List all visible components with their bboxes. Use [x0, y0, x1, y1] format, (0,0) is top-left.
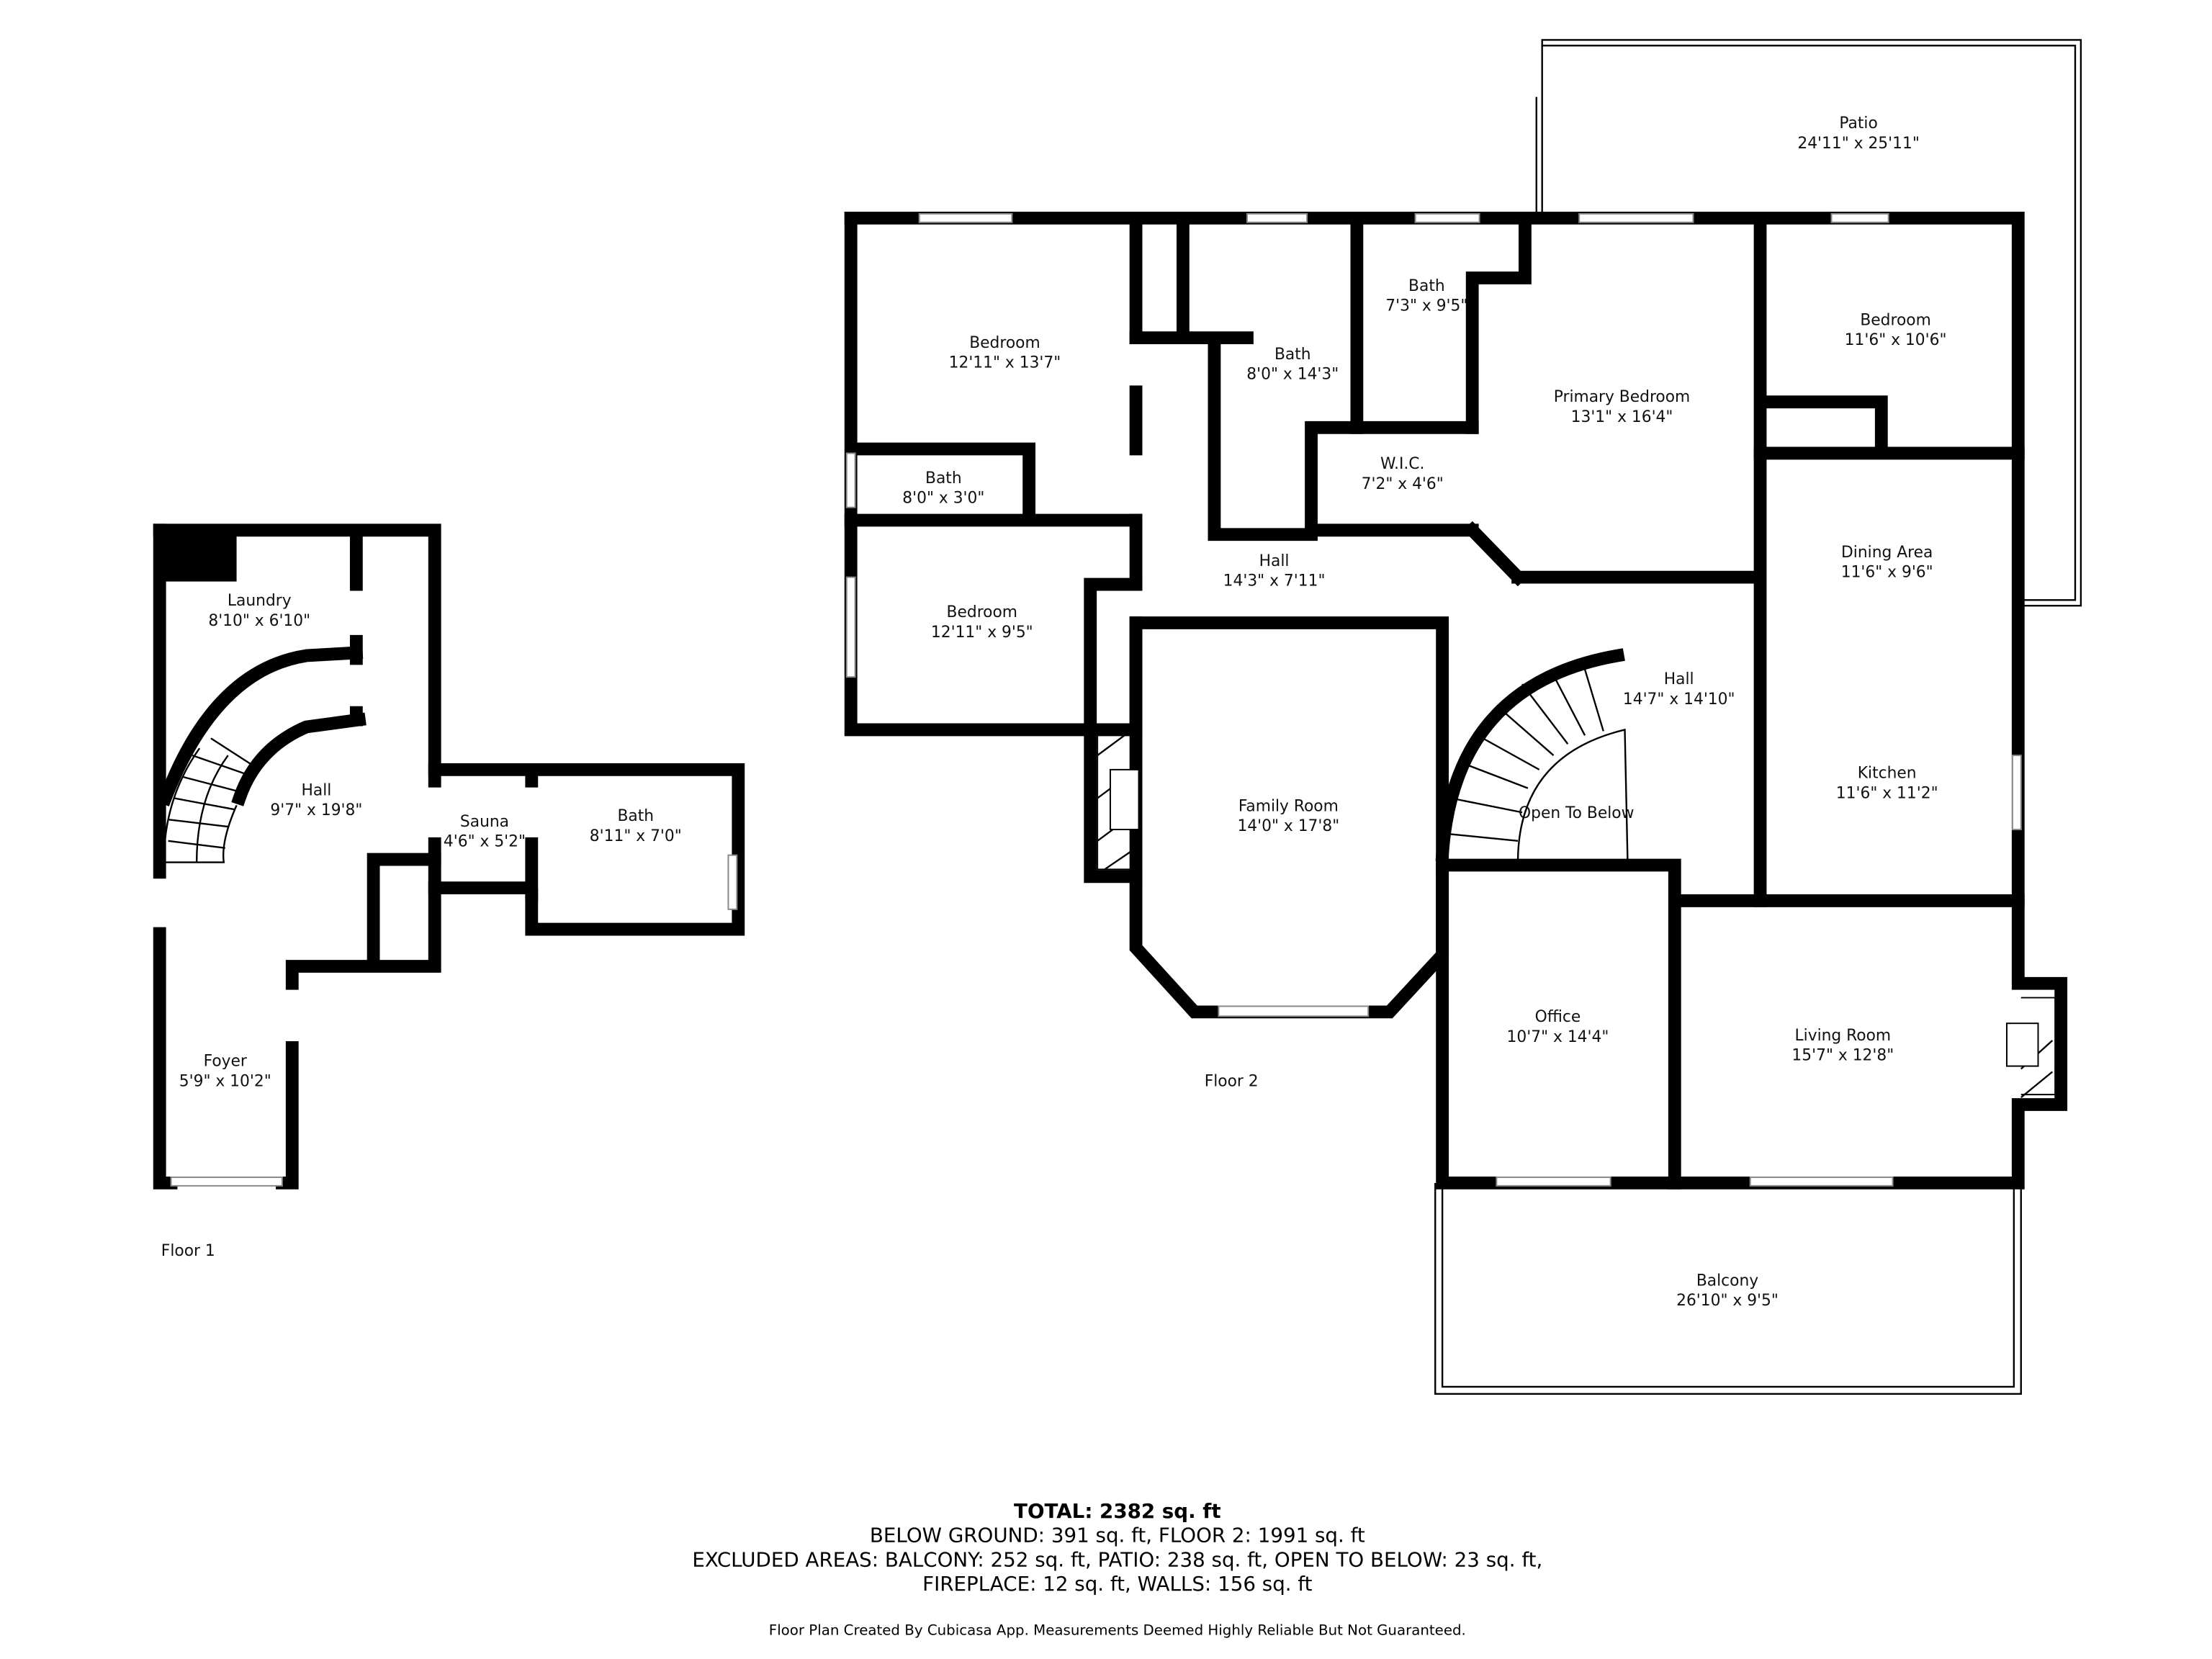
room-name: Laundry: [228, 592, 292, 610]
room-dims: 5'9" x 10'2": [179, 1072, 271, 1090]
room-dims: 8'10" x 6'10": [208, 612, 310, 630]
room-name: Hall: [302, 781, 332, 799]
room-dims: 14'3" x 7'11": [1223, 572, 1326, 590]
room-name: Hall: [1259, 552, 1290, 570]
summary-line: EXCLUDED AREAS: BALCONY: 252 sq. ft, PAT…: [692, 1547, 1542, 1571]
area-summary: TOTAL: 2382 sq. ft BELOW GROUND: 391 sq.…: [692, 1499, 1542, 1638]
room-name: Family Room: [1238, 797, 1339, 815]
room-dims: 14'7" x 14'10": [1623, 691, 1735, 709]
room-dims: 11'6" x 10'6": [1845, 331, 1947, 349]
disclaimer: Floor Plan Created By Cubicasa App. Meas…: [769, 1622, 1466, 1638]
room-name: Kitchen: [1858, 765, 1917, 783]
room-name: Bedroom: [947, 603, 1017, 621]
summary-line: BELOW GROUND: 391 sq. ft, FLOOR 2: 1991 …: [870, 1524, 1365, 1547]
room-dims: 12'11" x 13'7": [949, 354, 1061, 372]
room-dims: 15'7" x 12'8": [1791, 1047, 1894, 1065]
room-dims: 7'3" x 9'5": [1385, 297, 1467, 315]
room-name: Bedroom: [1860, 311, 1930, 329]
room-name: Dining Area: [1841, 544, 1933, 562]
floor1-plan: Laundry 8'10" x 6'10" Hall 9'7" x 19'8" …: [153, 523, 745, 1260]
room-dims: 8'0" x 3'0": [902, 490, 984, 508]
room-name: Bath: [1274, 346, 1311, 364]
room-name: Patio: [1839, 114, 1877, 132]
room-dims: 14'0" x 17'8": [1237, 817, 1339, 835]
room-dims: 9'7" x 19'8": [270, 801, 362, 819]
room-dims: 11'6" x 9'6": [1841, 564, 1933, 582]
room-dims: 7'2" x 4'6": [1362, 475, 1444, 493]
floor-label: Floor 1: [161, 1242, 215, 1260]
room-name: Living Room: [1795, 1027, 1892, 1045]
room-name: Office: [1535, 1008, 1581, 1026]
summary-line: FIREPLACE: 12 sq. ft, WALLS: 156 sq. ft: [922, 1572, 1313, 1596]
total-area: TOTAL: 2382 sq. ft: [1014, 1499, 1221, 1523]
room-dims: 10'7" x 14'4": [1507, 1028, 1609, 1046]
room-name: Bedroom: [969, 334, 1040, 352]
room-name: W.I.C.: [1380, 455, 1424, 473]
room-dims: 4'6" x 5'2": [444, 833, 526, 851]
floor-label: Floor 2: [1205, 1072, 1259, 1090]
room-dims: 24'11" x 25'11": [1797, 135, 1920, 153]
room-name: Primary Bedroom: [1554, 388, 1690, 406]
room-dims: 8'11" x 7'0": [590, 827, 682, 845]
room-name: Foyer: [204, 1053, 247, 1071]
room-dims: 11'6" x 11'2": [1836, 784, 1938, 802]
room-name: Balcony: [1696, 1272, 1758, 1290]
floor2-plan: Patio 24'11" x 25'11" Bedroom 12'11" x 1…: [844, 39, 2082, 1395]
room-name: Sauna: [460, 813, 509, 831]
room-name: Bath: [1408, 277, 1445, 295]
room-dims: 13'1" x 16'4": [1571, 408, 1673, 426]
room-name: Bath: [617, 807, 654, 825]
room-dims: 12'11" x 9'5": [931, 624, 1033, 642]
room-dims: 26'10" x 9'5": [1676, 1292, 1779, 1310]
room-name: Hall: [1664, 670, 1694, 688]
room-name: Open To Below: [1519, 804, 1634, 822]
room-name: Bath: [925, 469, 962, 487]
room-dims: 8'0" x 14'3": [1246, 366, 1339, 384]
